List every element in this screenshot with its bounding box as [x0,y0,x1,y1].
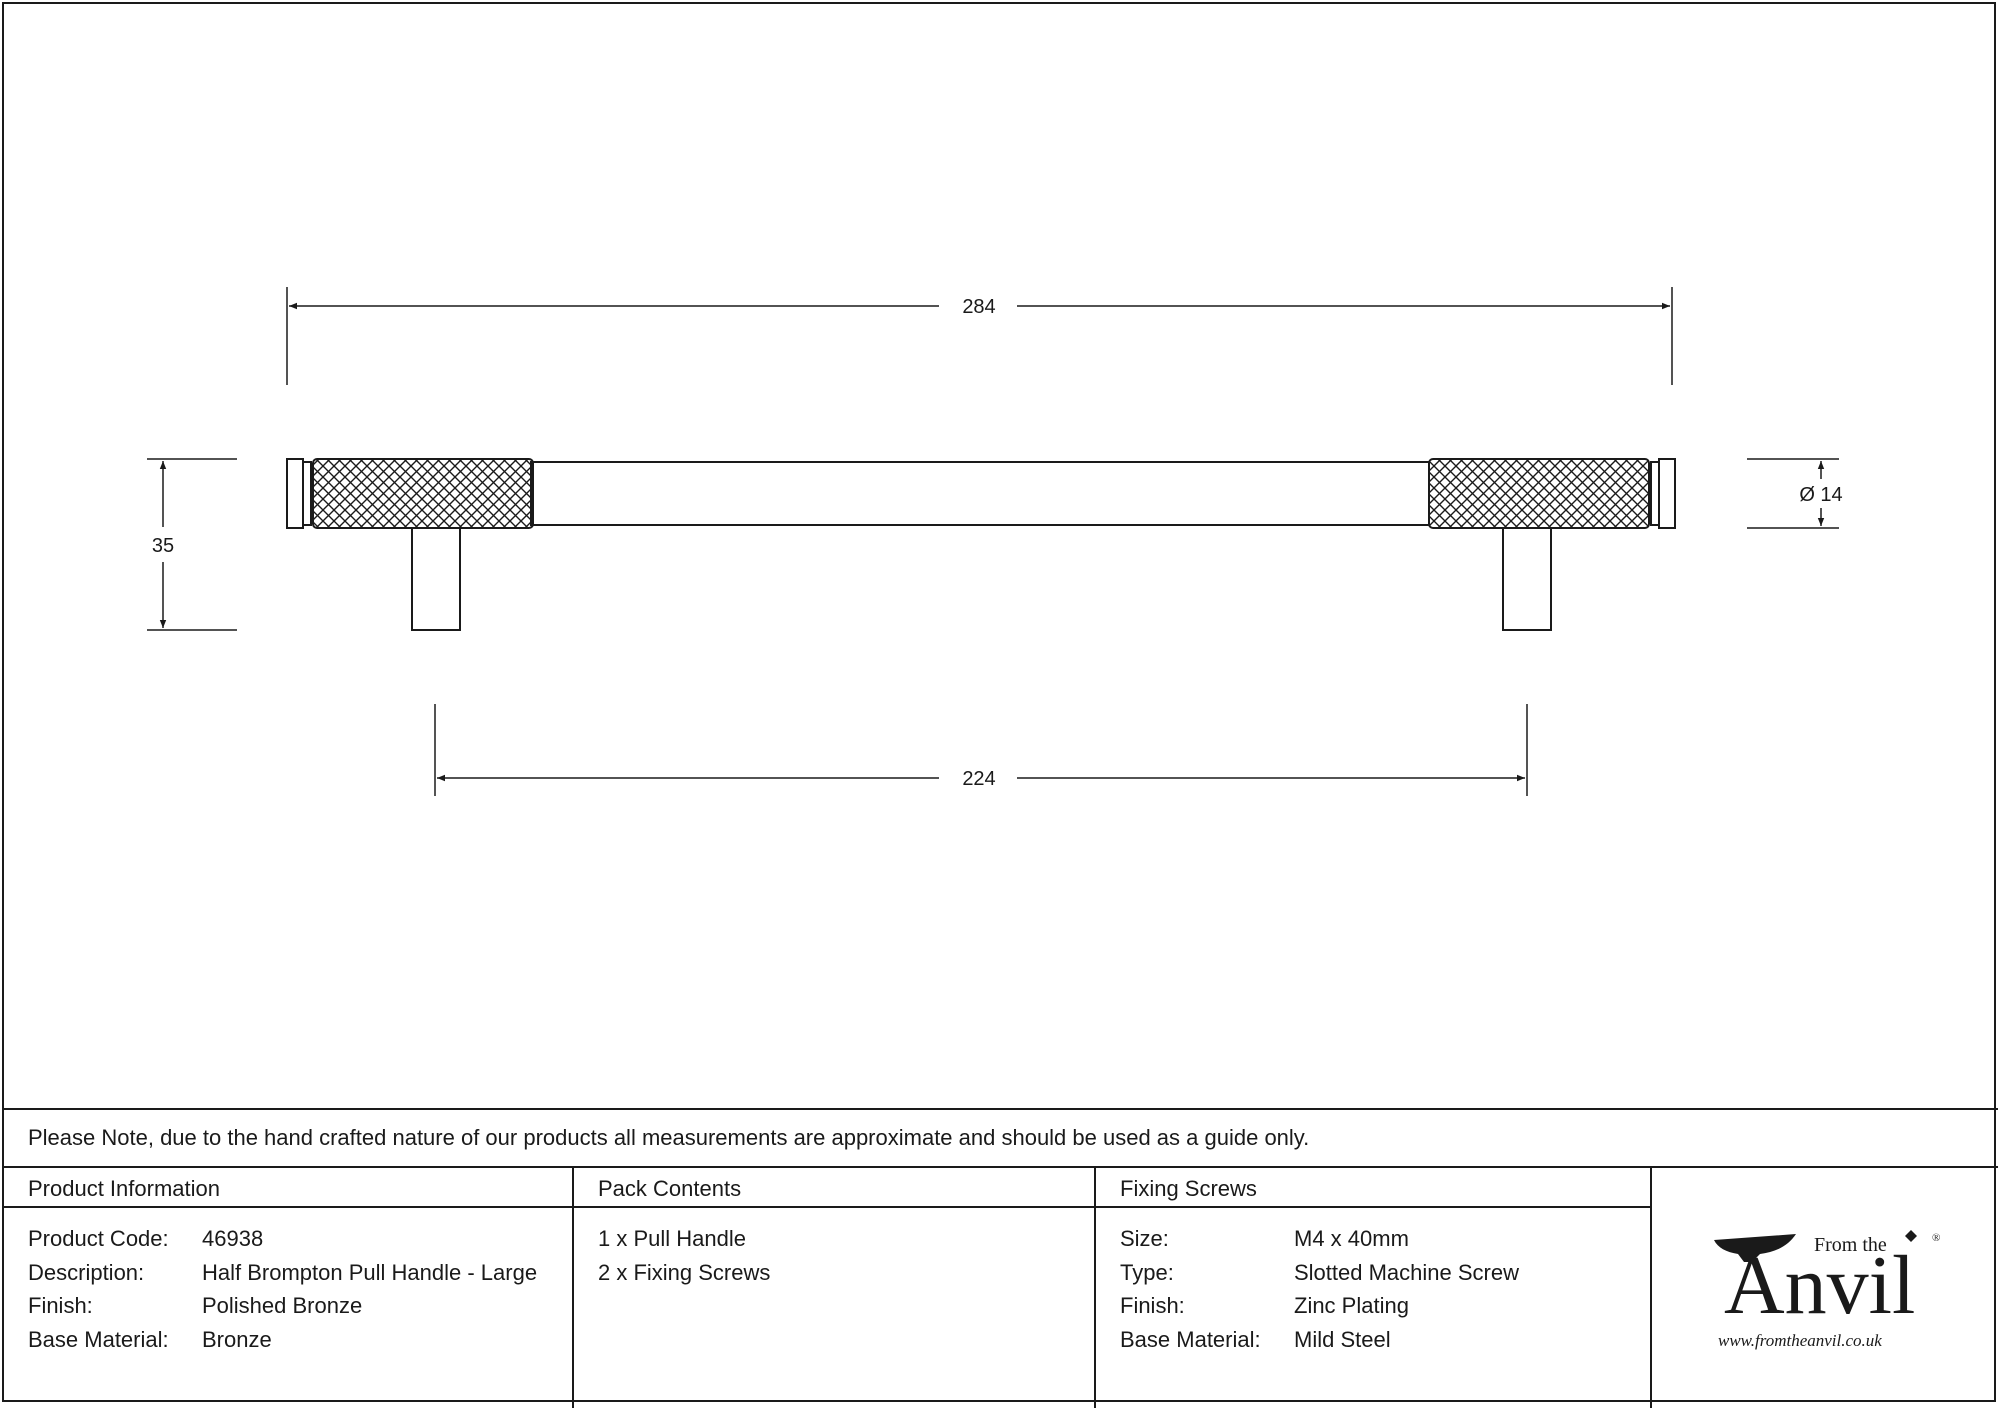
row-value: Polished Bronze [202,1293,363,1318]
finish-row: Finish: Polished Bronze [28,1289,572,1323]
row-label: Size: [1120,1226,1169,1251]
right-leg [1502,527,1552,631]
row-label: Base Material: [1120,1326,1261,1352]
overall-length-label: 284 [962,296,995,318]
technical-drawing: 284 224 35 Ø 14 [147,287,1843,796]
left-leg [411,527,461,631]
fixing-screws-heading: Fixing Screws [1120,1176,1257,1201]
diameter-label: Ø 14 [1799,484,1842,506]
product-information-panel: Product Information Product Code: 46938 … [4,1168,574,1408]
logo-website: www.fromtheanvil.co.uk [1718,1331,1882,1350]
projection-label: 35 [152,535,174,557]
type-row: Type: Slotted Machine Screw [1120,1256,1650,1290]
product-information-header: Product Information [4,1168,572,1208]
size-row: Size: M4 x 40mm [1120,1222,1650,1256]
row-value: Slotted Machine Screw [1294,1259,1519,1285]
logo-anvil-wordmark: Anvil [1724,1239,1915,1332]
pull-handle-drawing [286,458,1676,631]
left-end-collar [302,461,312,526]
product-information-heading: Product Information [28,1176,220,1201]
row-value: Half Brompton Pull Handle - Large [202,1259,538,1285]
pack-contents-panel: Pack Contents 1 x Pull Handle 2 x Fixing… [574,1168,1096,1408]
description-row: Description: Half Brompton Pull Handle -… [28,1256,572,1290]
left-end-cap [286,458,304,529]
pack-item-text: 2 x Fixing Screws [598,1259,771,1285]
row-value: M4 x 40mm [1294,1226,1409,1251]
fixing-screws-header: Fixing Screws [1096,1168,1650,1208]
row-label: Description: [28,1259,145,1285]
logo-from-the: From the [1814,1234,1887,1256]
left-knurled-grip [312,458,534,529]
centres-label: 224 [962,768,995,790]
handle-bar [530,461,1430,526]
pack-contents-header: Pack Contents [574,1168,1094,1208]
row-value: Mild Steel [1294,1326,1391,1352]
diamond-icon [1905,1230,1917,1242]
right-knurled-grip [1428,458,1650,529]
measurement-note-text: Please Note, due to the hand crafted nat… [28,1125,1310,1150]
pack-contents-heading: Pack Contents [598,1176,742,1201]
row-label: Finish: [28,1293,93,1318]
dimension-lines [147,287,1839,796]
row-value: Bronze [202,1326,272,1352]
from-the-anvil-logo: From the ® Anvil www.fromtheanvil.co.uk [1714,1230,1940,1350]
anvil-icon [1714,1234,1796,1262]
finish-row: Finish: Zinc Plating [1120,1289,1650,1323]
measurement-note: Please Note, due to the hand crafted nat… [4,1108,1998,1168]
row-value: 46938 [202,1226,264,1251]
row-label: Product Code: [28,1226,169,1251]
row-label: Type: [1120,1259,1174,1285]
fixing-screws-panel: Fixing Screws Size: M4 x 40mm Type: Slot… [1096,1168,1652,1408]
base-material-row: Base Material: Mild Steel [1120,1323,1650,1357]
right-end-collar [1650,461,1660,526]
row-label: Base Material: [28,1326,169,1352]
list-item: 2 x Fixing Screws [598,1256,1094,1290]
product-code-row: Product Code: 46938 [28,1222,572,1256]
row-value: Zinc Plating [1294,1293,1409,1318]
right-end-cap [1658,458,1676,529]
pack-item-text: 1 x Pull Handle [598,1226,746,1251]
list-item: 1 x Pull Handle [598,1222,1094,1256]
base-material-row: Base Material: Bronze [28,1323,572,1357]
logo-registered-mark: ® [1932,1232,1940,1244]
row-label: Finish: [1120,1293,1185,1318]
